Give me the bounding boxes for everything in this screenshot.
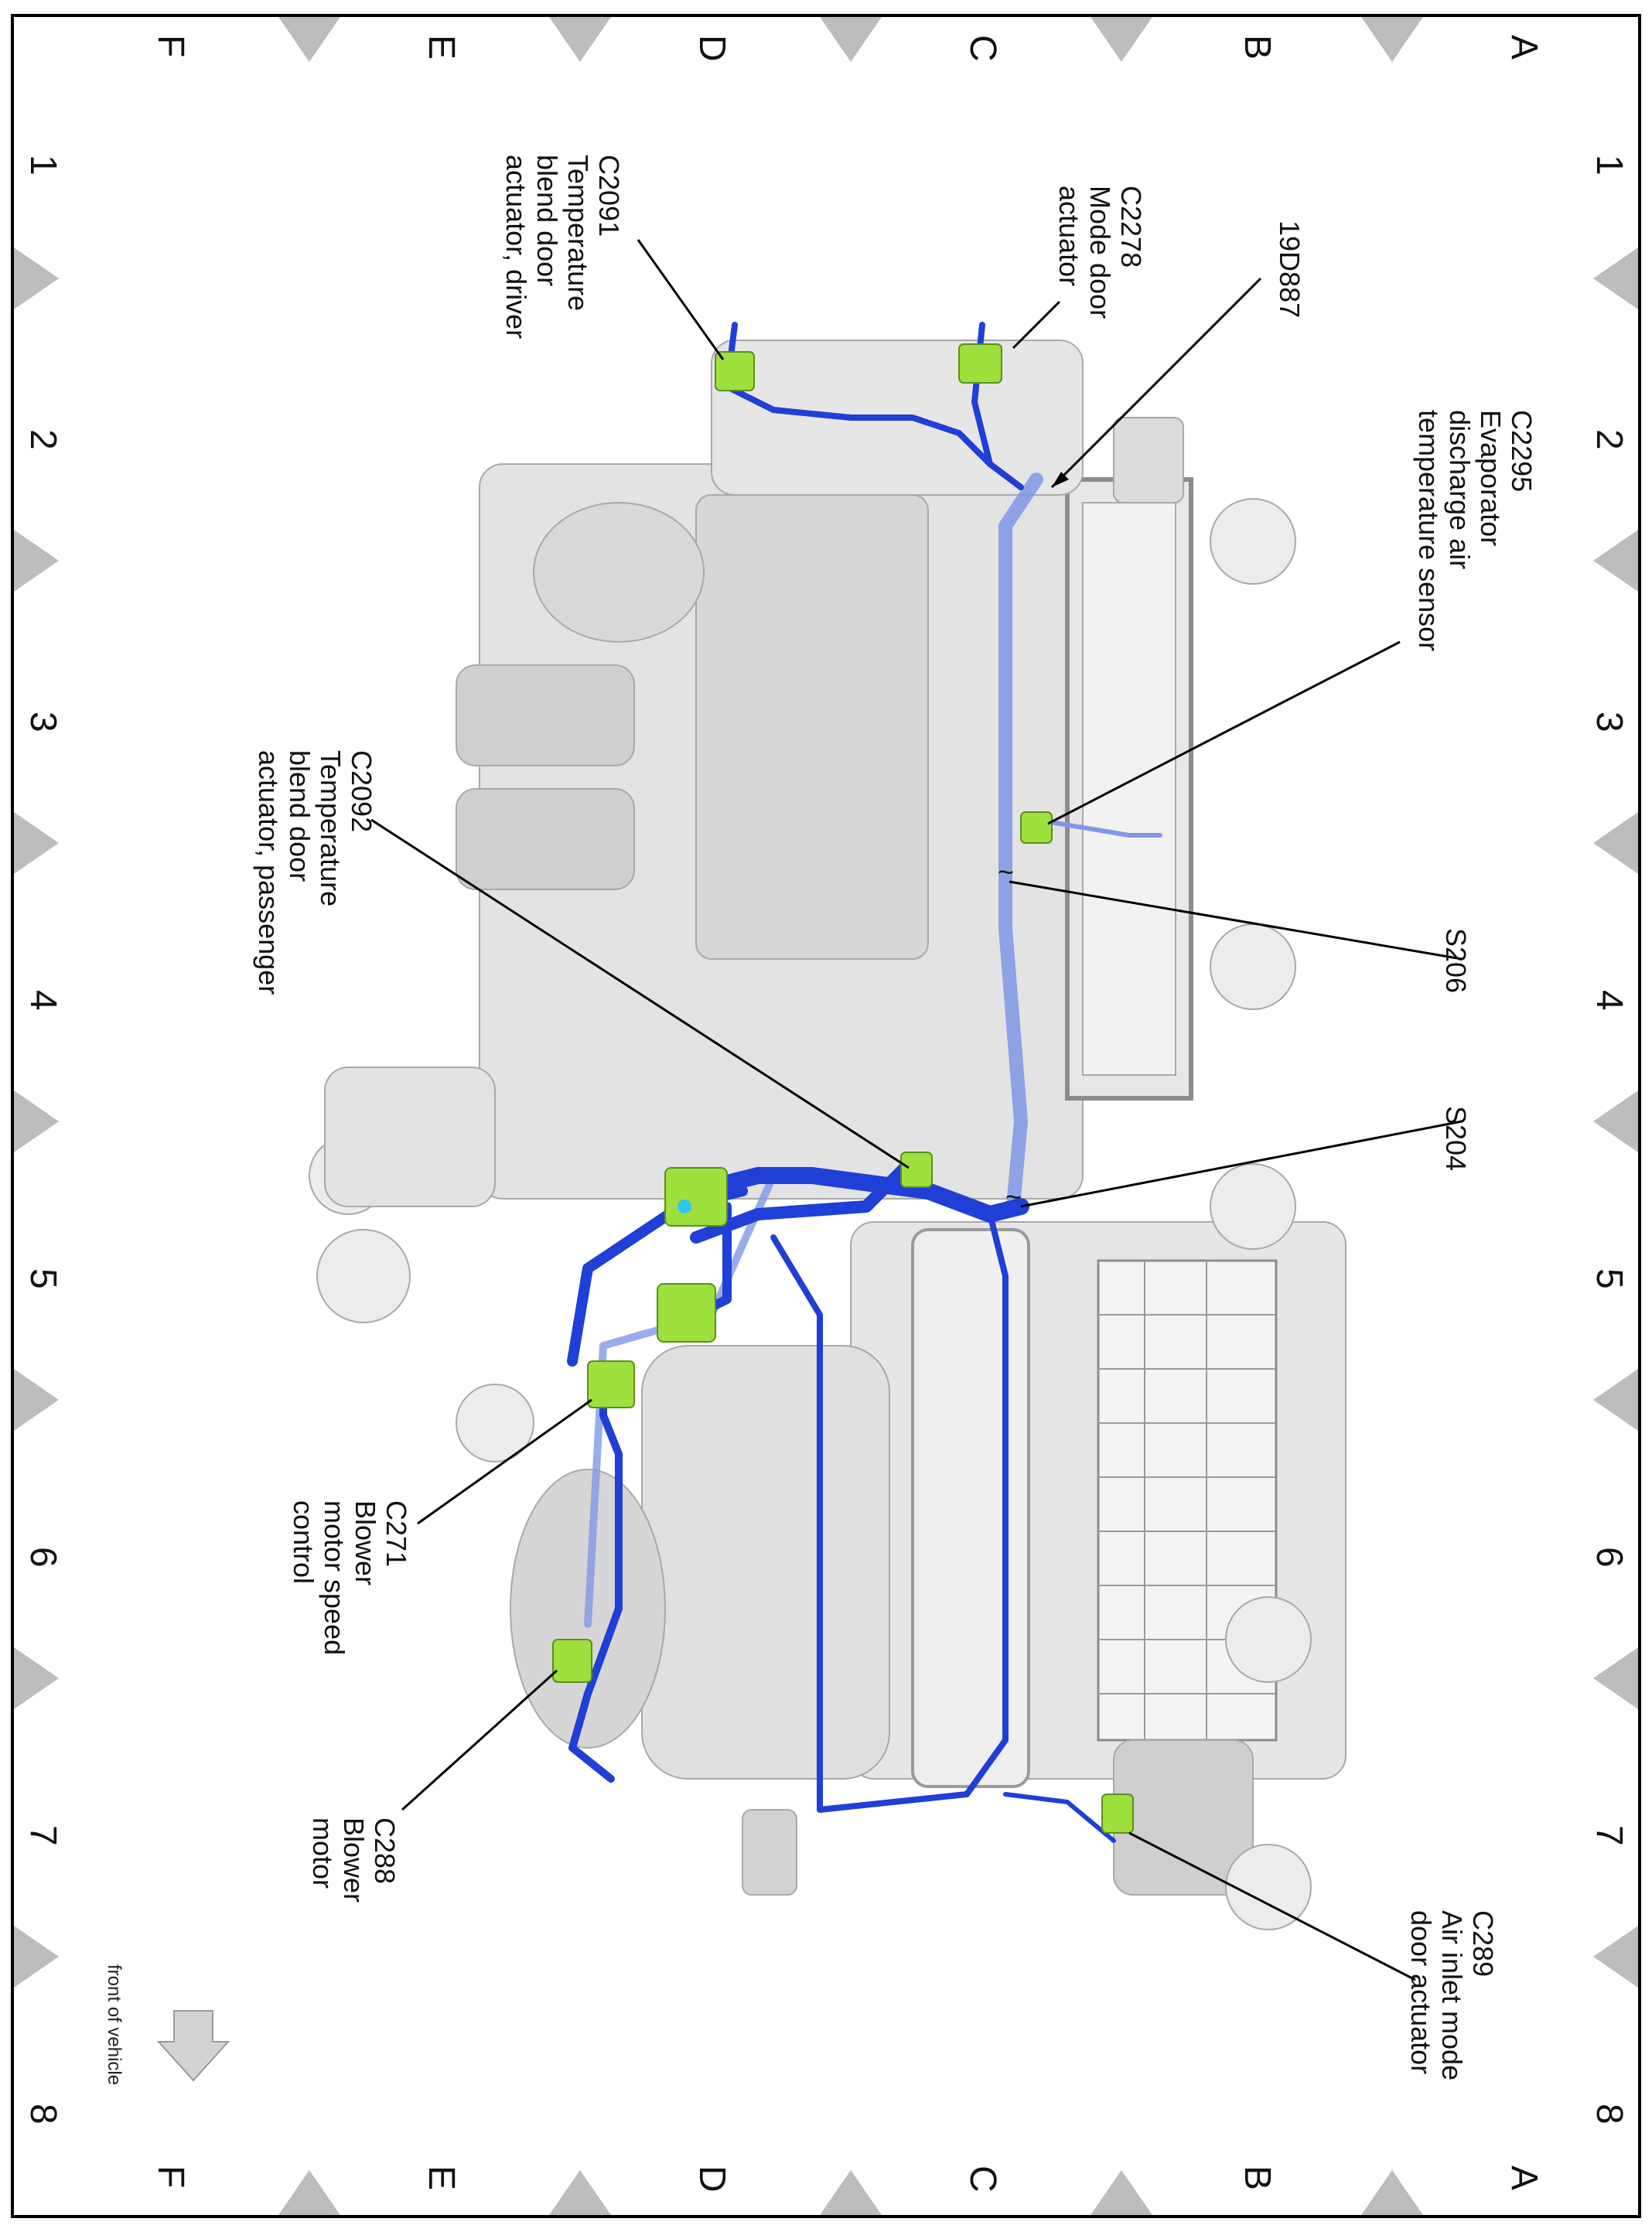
c2091-line-2: Temperature [562, 155, 594, 311]
grid-letter-top-d: D [691, 35, 732, 62]
grid-number-right-6: 6 [1589, 1547, 1630, 1568]
edge-markers-left [14, 247, 59, 1988]
c2295-line-2: Evaporator [1475, 410, 1507, 546]
blend-door-marker-dot [678, 1200, 691, 1213]
grid-number-left-6: 6 [22, 1547, 63, 1568]
s206-line-1: S206 [1440, 928, 1472, 993]
c288-connector [552, 1639, 592, 1683]
callout-c271: C271 Blower motor speed control [288, 1500, 412, 1655]
lower-actuator-connector [657, 1283, 716, 1343]
grid-letter-top-f: F [150, 35, 191, 57]
c2278-line-2: Mode door [1084, 186, 1116, 319]
callout-c289: C289 Air inlet mode door actuator [1405, 1910, 1499, 2080]
c2295-line-3: discharge air [1444, 410, 1476, 569]
callout-c2092: C2092 Temperature blend door actuator, p… [253, 750, 377, 995]
grid-number-left-4: 4 [22, 990, 63, 1011]
c2091-line-1: C2091 [593, 155, 625, 237]
c2092-line-4: actuator, passenger [253, 750, 285, 995]
c289-line-1: C289 [1467, 1910, 1499, 1977]
plenum-frame [911, 1228, 1030, 1788]
c2092-line-2: Temperature [315, 750, 346, 906]
callout-s206: S206 [1440, 928, 1472, 993]
harness-main-trunk [688, 1167, 1029, 1223]
grid-number-left-8: 8 [22, 2104, 63, 2124]
grid-letter-bottom-d: D [691, 2165, 732, 2193]
c2278-line-1: C2278 [1115, 186, 1147, 268]
callout-c2278: C2278 Mode door actuator [1053, 186, 1147, 319]
s204-splice-symbol: ~ [1005, 1181, 1022, 1213]
grid-letter-bottom-b: B [1237, 2165, 1278, 2190]
grid-number-left-1: 1 [22, 155, 63, 176]
grid-number-right-3: 3 [1589, 712, 1630, 732]
callout-19d887: 19D887 [1274, 220, 1306, 318]
19d887-line-1: 19D887 [1274, 220, 1306, 318]
c289-line-3: door actuator [1405, 1910, 1437, 2074]
c288-line-2: Blower [338, 1817, 370, 1903]
hvac-housing [309, 340, 1347, 1930]
c288-line-3: motor [307, 1817, 339, 1889]
c271-line-4: control [288, 1500, 319, 1584]
c2092-connector [900, 1152, 933, 1188]
edge-markers-top [278, 17, 1423, 62]
c289-line-2: Air inlet mode [1436, 1910, 1468, 2080]
grid-number-right-8: 8 [1589, 2104, 1630, 2124]
c2092-line-3: blend door [284, 750, 316, 882]
grid-letter-top-b: B [1237, 35, 1278, 60]
c2091-connector [715, 351, 755, 391]
harness-hidden-main [998, 473, 1043, 1213]
grid-number-right-4: 4 [1589, 990, 1630, 1011]
c2278-line-3: actuator [1053, 186, 1085, 286]
c2092-line-1: C2092 [346, 750, 377, 832]
c271-line-1: C271 [381, 1500, 412, 1567]
callout-c2295: C2295 Evaporator discharge air temperatu… [1413, 410, 1538, 651]
callout-c288: C288 Blower motor [307, 1817, 401, 1903]
grid-number-right-2: 2 [1589, 429, 1630, 450]
c2278-connector [958, 343, 1002, 384]
c271-line-2: Blower [350, 1500, 381, 1585]
grid-letter-bottom-a: A [1504, 2165, 1544, 2190]
front-arrow-icon [156, 2010, 230, 2082]
c271-connector [587, 1360, 635, 1408]
c2091-line-4: actuator, driver [500, 155, 532, 339]
grid-number-right-5: 5 [1589, 1268, 1630, 1289]
c2295-line-1: C2295 [1506, 410, 1538, 492]
grid-number-left-5: 5 [22, 1268, 63, 1289]
grid-letter-top-a: A [1504, 35, 1544, 60]
c2091-line-3: blend door [531, 155, 563, 286]
grid-number-left-7: 7 [22, 1825, 63, 1846]
c289-connector [1101, 1793, 1134, 1834]
leader-lines [370, 239, 1463, 1981]
grid-letter-top-e: E [421, 35, 462, 60]
callout-s204: S204 [1440, 1106, 1472, 1171]
grid-letter-top-c: C [962, 35, 1003, 62]
grid-number-right-1: 1 [1589, 155, 1630, 176]
s204-line-1: S204 [1440, 1106, 1472, 1171]
mode-door-housing [695, 494, 929, 960]
grid-letter-bottom-e: E [421, 2165, 462, 2190]
c271-line-3: motor speed [319, 1500, 350, 1655]
edge-markers-bottom [278, 2170, 1423, 2215]
c2295-connector [1020, 811, 1053, 844]
grid-number-left-3: 3 [22, 712, 63, 732]
blower-scroll [641, 1345, 890, 1780]
grid-number-right-7: 7 [1589, 1825, 1630, 1846]
grid-letter-bottom-f: F [150, 2165, 191, 2188]
edge-markers-right [1593, 247, 1638, 1988]
front-of-vehicle-label: front of vehicle [104, 1964, 125, 2085]
upper-actuator-connector [664, 1167, 728, 1227]
s206-splice-symbol: ~ [998, 856, 1014, 888]
c288-line-1: C288 [369, 1817, 401, 1884]
grid-number-left-2: 2 [22, 429, 63, 450]
grid-letter-bottom-c: C [962, 2165, 1003, 2193]
c2295-line-4: temperature sensor [1413, 410, 1445, 651]
callout-c2091: C2091 Temperature blend door actuator, d… [500, 155, 625, 339]
front-of-vehicle-indicator: front of vehicle [104, 1964, 230, 2085]
